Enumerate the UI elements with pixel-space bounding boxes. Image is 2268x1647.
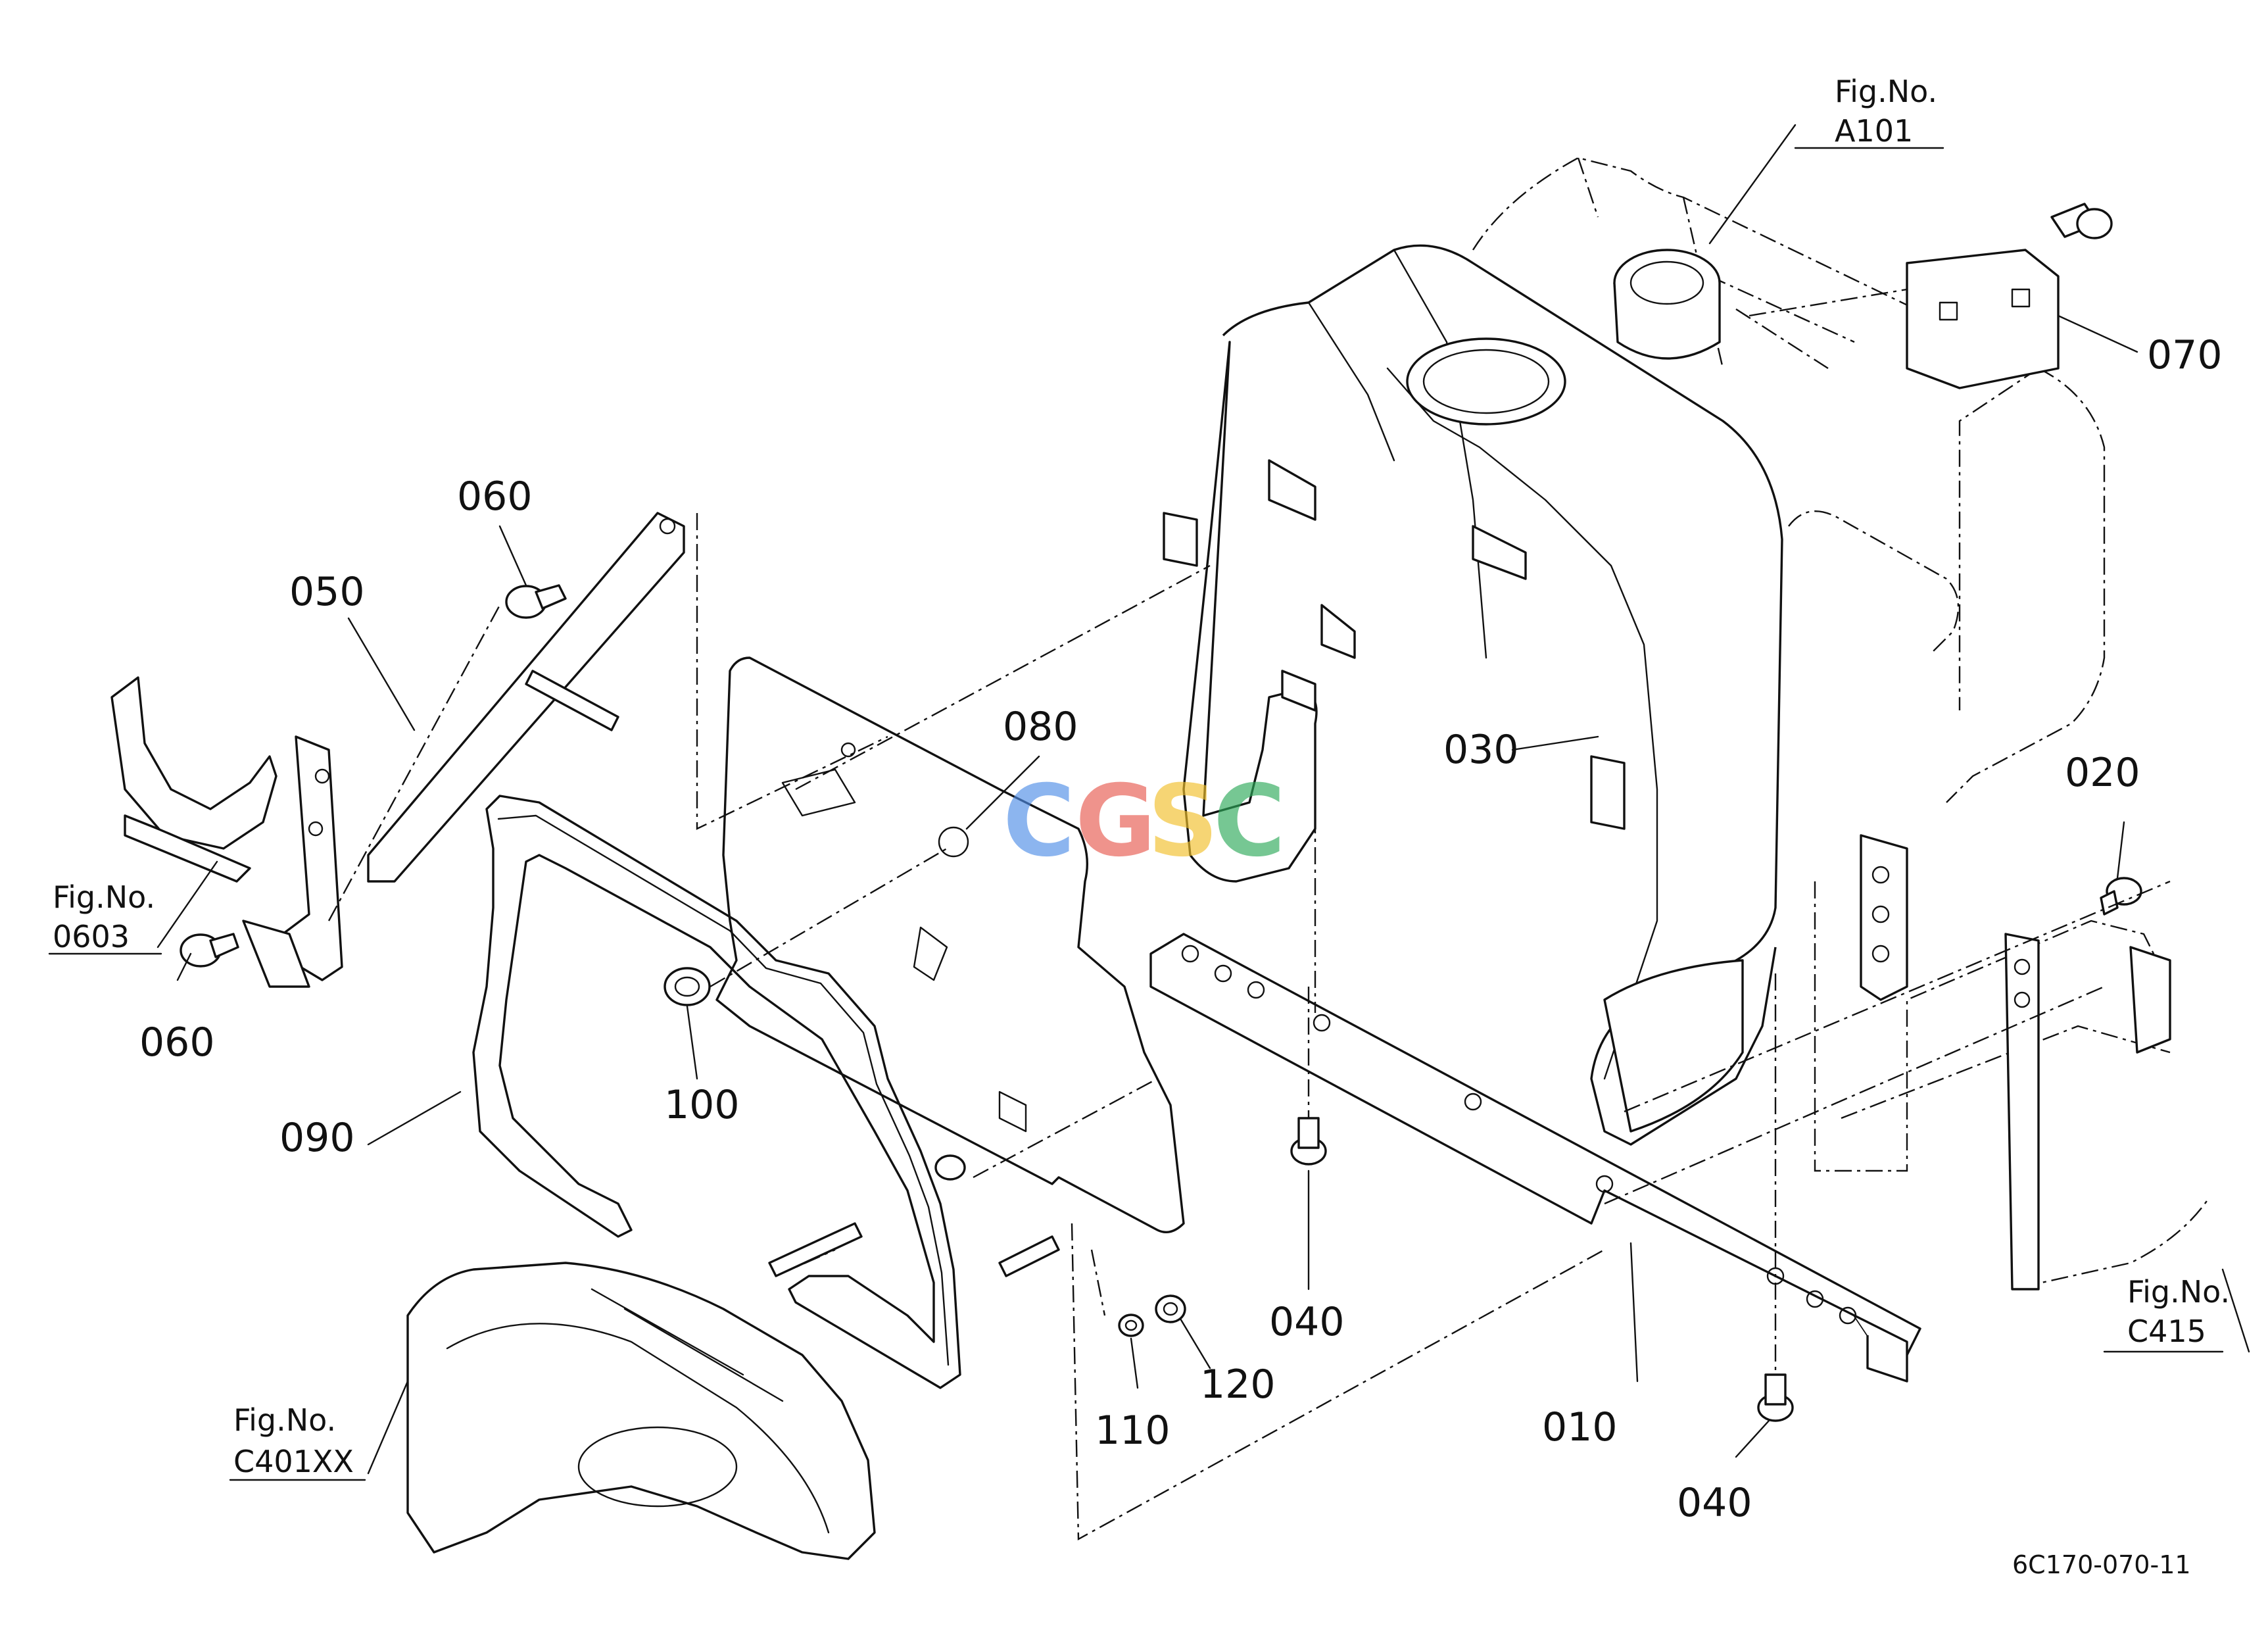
watermark-letter-1: C bbox=[1003, 764, 1075, 879]
label-050: 050 bbox=[289, 569, 365, 615]
front-plate-080 bbox=[715, 656, 1185, 1233]
figref-c415-line1: Fig.No. bbox=[2127, 1274, 2230, 1310]
label-040-upper: 040 bbox=[1269, 1299, 1345, 1345]
filler-neck bbox=[1613, 249, 1721, 360]
bolt-040-lower bbox=[1757, 1373, 1794, 1422]
figref-0603-line2: 0603 bbox=[53, 919, 130, 954]
front-bracket-plate bbox=[1860, 834, 2171, 1291]
figref-a101-line1: Fig.No. bbox=[1835, 74, 1937, 109]
watermark: C G S C bbox=[1003, 764, 1286, 879]
figref-a101-line2: A101 bbox=[1835, 113, 1913, 149]
watermark-letter-3: S bbox=[1147, 764, 1218, 879]
figref-underlines bbox=[48, 147, 2224, 1481]
label-060-upper: 060 bbox=[457, 474, 533, 520]
washer-110 bbox=[1118, 1314, 1144, 1337]
bolt-040-upper bbox=[1290, 1117, 1327, 1166]
figref-c401xx-line1: Fig.No. bbox=[233, 1402, 336, 1438]
figref-c401xx-line2: C401XX bbox=[233, 1444, 354, 1479]
watermark-letter-2: G bbox=[1075, 764, 1156, 879]
grommet-100 bbox=[664, 967, 711, 1006]
label-090: 090 bbox=[279, 1115, 355, 1161]
label-040-lower: 040 bbox=[1677, 1480, 1752, 1526]
label-030: 030 bbox=[1443, 727, 1519, 773]
leader-lines bbox=[157, 124, 2250, 1475]
label-120: 120 bbox=[1200, 1362, 1276, 1408]
label-060-lower: 060 bbox=[139, 1020, 215, 1066]
studs bbox=[768, 1154, 1060, 1277]
bolt-060-lower bbox=[180, 933, 239, 968]
battery-bracket-0603 bbox=[110, 676, 343, 988]
label-020: 020 bbox=[2065, 750, 2140, 796]
seal-090 bbox=[472, 795, 961, 1389]
diagram-code: 6C170-070-11 bbox=[2012, 1550, 2191, 1579]
figref-c415-line2: C415 bbox=[2127, 1314, 2206, 1349]
label-010: 010 bbox=[1542, 1404, 1618, 1450]
watermark-letter-4: C bbox=[1213, 764, 1286, 879]
bracket-070 bbox=[1906, 203, 2113, 389]
frame-rail-010 bbox=[1149, 933, 1921, 1383]
hood-frame-030 bbox=[1163, 244, 1783, 1146]
label-100: 100 bbox=[664, 1082, 740, 1128]
nut-120 bbox=[1155, 1294, 1186, 1323]
clutch-housing bbox=[406, 1262, 876, 1560]
bolt-060-upper bbox=[505, 584, 567, 619]
bolt-020 bbox=[2100, 877, 2142, 916]
label-080: 080 bbox=[1003, 704, 1078, 750]
stay-050 bbox=[367, 512, 685, 883]
guide-lines bbox=[327, 288, 2171, 1541]
label-070: 070 bbox=[2147, 332, 2223, 378]
figref-0603-line1: Fig.No. bbox=[53, 879, 155, 915]
label-110: 110 bbox=[1095, 1408, 1170, 1454]
